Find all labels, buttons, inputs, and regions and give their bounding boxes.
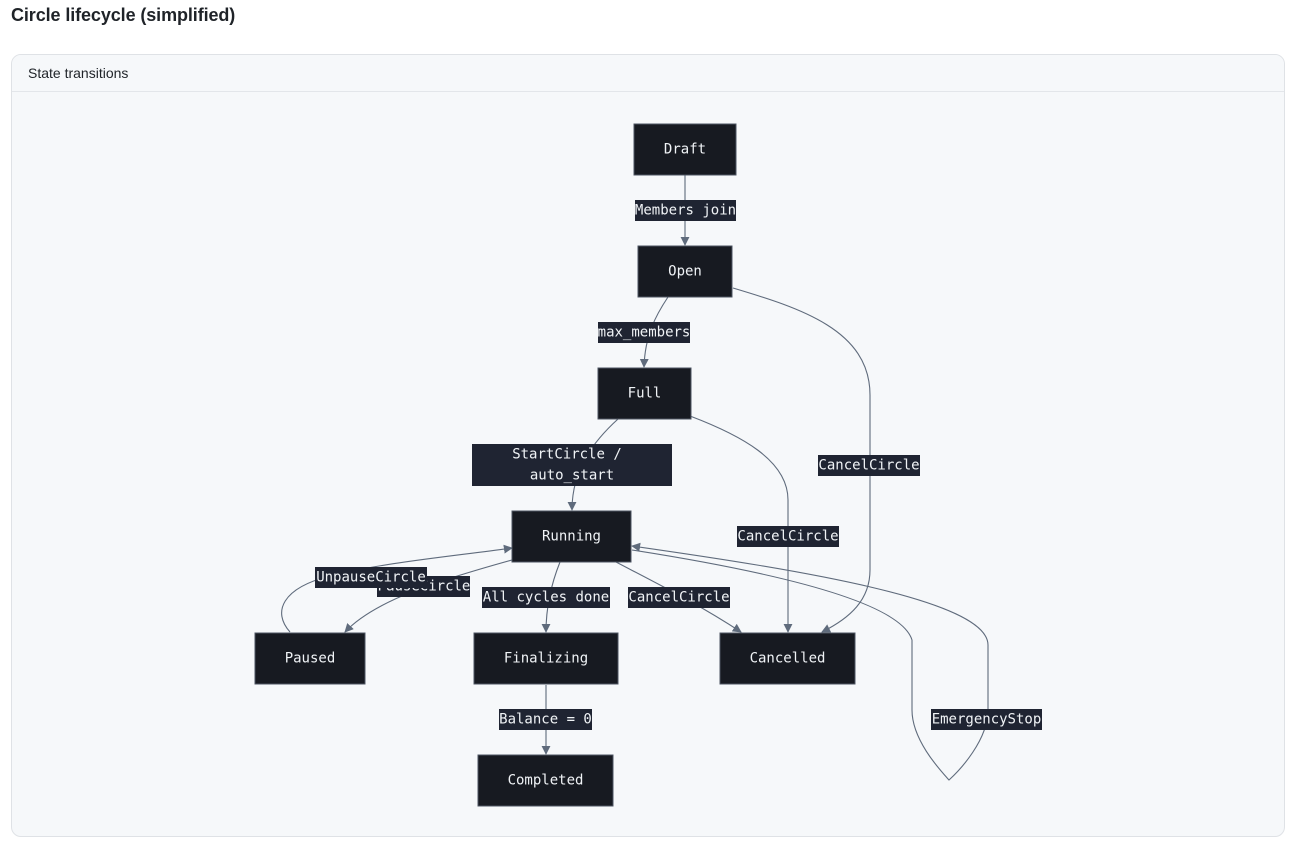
state-cancelled: Cancelled — [719, 632, 856, 685]
svg-text:Members join: Members join — [635, 203, 736, 219]
state-running: Running — [511, 510, 632, 563]
label-cancel-from-open: CancelCircle — [818, 455, 920, 476]
svg-text:Balance = 0: Balance = 0 — [499, 712, 592, 728]
svg-text:CancelCircle: CancelCircle — [818, 458, 919, 474]
svg-text:Draft: Draft — [664, 142, 706, 158]
svg-text:Paused: Paused — [285, 651, 336, 667]
svg-text:Full: Full — [628, 386, 662, 402]
edge-emergency-stop — [631, 542, 989, 781]
edge-full-cancelled — [689, 415, 793, 633]
state-finalizing: Finalizing — [473, 632, 619, 685]
label-max-members: max_members — [598, 322, 691, 343]
edge-open-cancelled — [732, 287, 871, 633]
state-paused: Paused — [254, 632, 366, 685]
panel-header: State transitions — [12, 55, 1284, 92]
state-open: Open — [637, 245, 733, 298]
label-start-circle: StartCircle / auto_start — [472, 444, 672, 486]
label-members-join: Members join — [635, 200, 736, 221]
svg-text:StartCircle /: StartCircle / — [512, 447, 622, 463]
svg-text:UnpauseCircle: UnpauseCircle — [316, 570, 426, 586]
svg-text:Finalizing: Finalizing — [504, 651, 588, 667]
svg-text:CancelCircle: CancelCircle — [628, 590, 729, 606]
svg-text:Running: Running — [542, 529, 601, 545]
state-draft: Draft — [633, 123, 737, 176]
svg-text:CancelCircle: CancelCircle — [737, 529, 838, 545]
label-emergency-stop: EmergencyStop — [931, 709, 1042, 730]
svg-text:Completed: Completed — [508, 773, 584, 789]
svg-text:Cancelled: Cancelled — [750, 651, 826, 667]
svg-text:max_members: max_members — [598, 325, 691, 341]
label-all-cycles-done: All cycles done — [482, 587, 610, 608]
svg-text:All cycles done: All cycles done — [483, 590, 609, 606]
state-completed: Completed — [477, 754, 614, 807]
svg-text:EmergencyStop: EmergencyStop — [932, 712, 1042, 728]
label-unpause: UnpauseCircle — [315, 567, 427, 588]
label-cancel-from-running: CancelCircle — [628, 587, 730, 608]
state-full: Full — [597, 367, 692, 420]
label-balance-zero: Balance = 0 — [499, 709, 592, 730]
svg-text:auto_start: auto_start — [530, 468, 614, 484]
page-title: Circle lifecycle (simplified) — [11, 5, 236, 25]
label-cancel-from-full: CancelCircle — [737, 526, 839, 547]
svg-text:Open: Open — [668, 264, 702, 280]
